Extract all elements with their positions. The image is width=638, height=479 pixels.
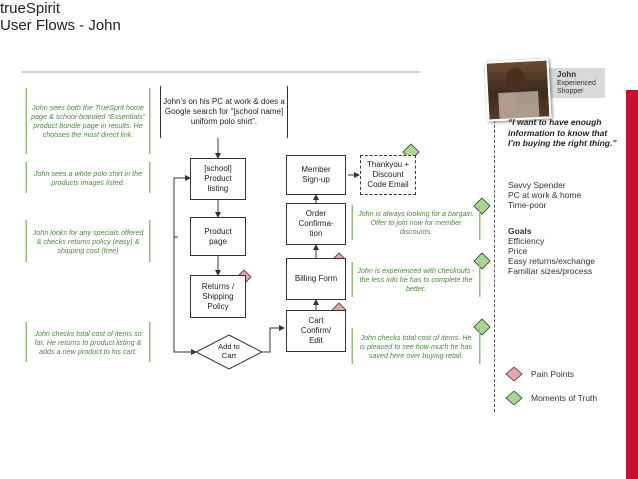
moment-of-truth-icon — [505, 391, 523, 405]
note-checkout: John is experienced with checkouts - the… — [352, 262, 480, 297]
title-subtitle: User Flows - John — [0, 17, 121, 34]
box-member-signup: Member Sign-up — [286, 155, 346, 195]
box-order-confirmation: Order Confirma- tion — [286, 203, 346, 245]
legend-truth-label: Moments of Truth — [531, 393, 598, 403]
goal-item: Familiar sizes/process — [508, 266, 593, 276]
note-specials: John looks for any specials offered & ch… — [26, 220, 150, 262]
persona-traits: Savvy Spender PC at work & home Time-poo… — [508, 180, 581, 210]
persona-role-1: Experienced — [557, 79, 596, 87]
connector-addcart-cart — [262, 325, 285, 353]
persona-quote: “I want to have enough information to kn… — [508, 117, 617, 148]
legend-moments-of-truth: Moments of Truth — [505, 391, 597, 405]
goal-item: Efficiency — [508, 236, 545, 246]
pain-point-icon — [505, 367, 523, 381]
persona-goals: Goals Efficiency Price Easy returns/exch… — [508, 226, 595, 276]
persona-avatar-icon — [498, 68, 540, 120]
note-savings: John checks total cost of items. He is p… — [352, 328, 480, 364]
note-total-cost: John checks total cost of items so far. … — [26, 322, 150, 362]
trait-item: Time-poor — [508, 200, 547, 210]
goal-item: Easy returns/exchange — [508, 256, 595, 266]
moment-of-truth-icon — [473, 318, 491, 336]
moment-of-truth-icon — [473, 197, 491, 215]
note-product-images: John sees a white polo shirt in the prod… — [26, 162, 150, 193]
title-brand: trueSpirit — [0, 0, 61, 17]
flow-start: John’s on his PC at work & does a Google… — [160, 86, 288, 138]
legend-pain-label: Pain Points — [531, 369, 574, 379]
persona-photo — [484, 58, 552, 122]
persona-card: John Experienced Shopper — [543, 68, 605, 98]
page-title: trueSpirit User Flows - John — [0, 0, 638, 34]
trait-item: PC at work & home — [508, 190, 582, 200]
note-search-results: John sees both the TrueSprit home page &… — [26, 88, 150, 154]
legend-pain-points: Pain Points — [505, 367, 574, 381]
persona-name: John — [557, 70, 577, 79]
goals-heading: Goals — [508, 226, 532, 236]
box-billing-form: Billing Form — [286, 258, 346, 300]
goal-item: Price — [508, 246, 528, 256]
accent-bar — [626, 90, 638, 479]
add-to-cart-decision — [194, 334, 264, 370]
box-returns-shipping: Returns / Shipping Policy — [190, 275, 246, 318]
persona-divider — [494, 120, 495, 412]
moment-of-truth-icon — [473, 252, 491, 270]
trait-item: Savvy Spender — [508, 180, 566, 190]
add-to-cart-label: Add to Cart — [218, 342, 240, 360]
persona-role-2: Shopper — [557, 88, 584, 95]
connector-loop-addcart — [173, 178, 197, 355]
box-product-page: Product page — [190, 217, 246, 256]
box-thankyou-email: Thankyou + Discount Code Email — [360, 155, 416, 195]
box-cart-confirm: Cart Confirm/ Edit — [286, 310, 346, 352]
note-bargain: John is always looking for a bargain. Of… — [352, 205, 480, 240]
box-product-listing: [school] Product listing — [190, 158, 246, 200]
